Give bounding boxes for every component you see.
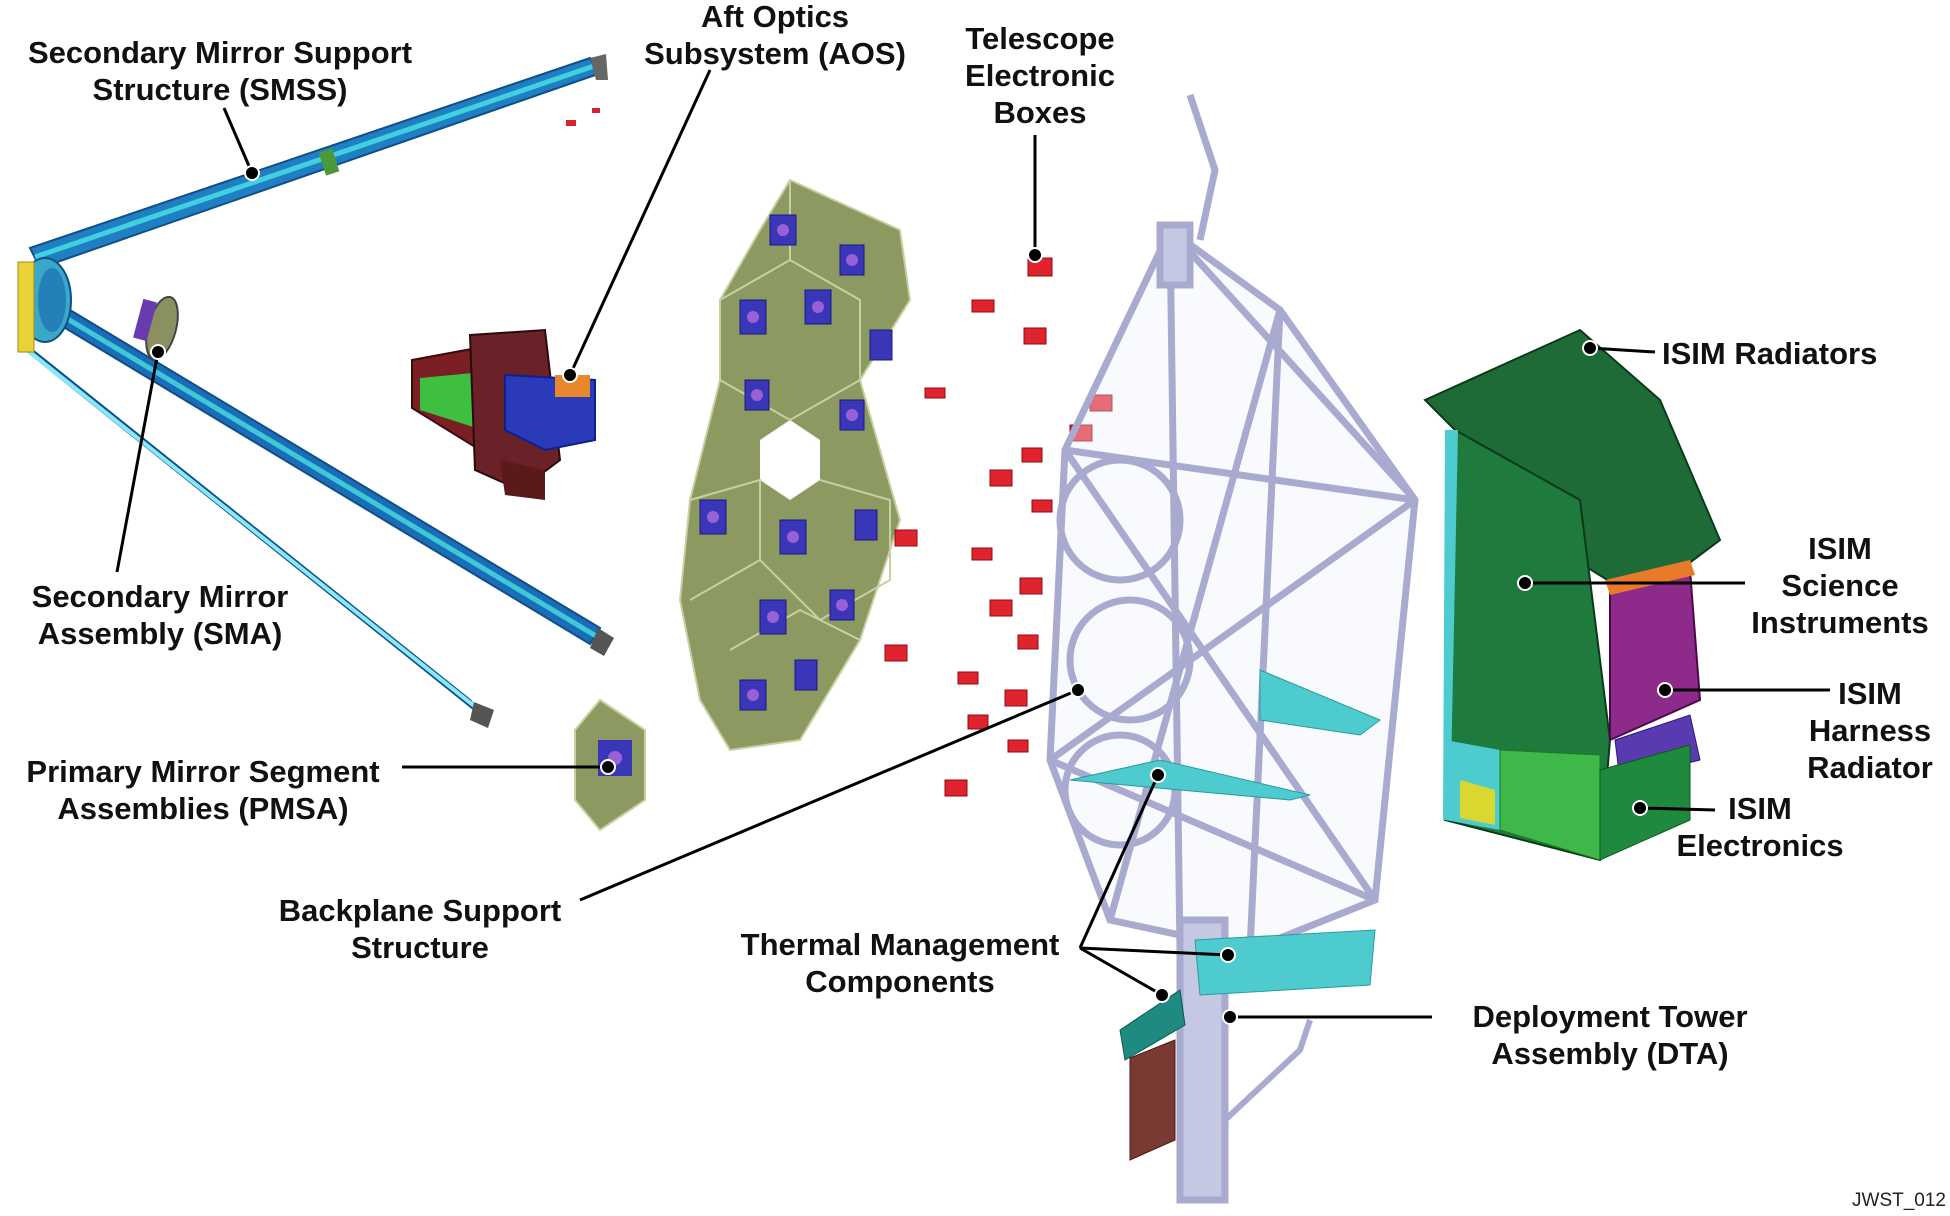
callout-smss [222,107,254,174]
label-sma-line2: Assembly (SMA) [37,616,283,651]
callout-thermal-a [1078,774,1160,949]
label-dta-line2: Assembly (DTA) [1491,1036,1729,1071]
callout-sma [115,351,160,573]
callout-aos [568,69,712,376]
label-bss-line2: Structure [351,930,489,965]
callout-thermal-c [1079,946,1163,997]
primary-mirror [678,178,912,752]
callout-isim-electronics [1639,806,1716,812]
smss-structure [17,54,614,728]
label-isim-science: ISIM Science Instruments [1740,530,1940,641]
label-isim-harness-line1: ISIM [1838,676,1902,711]
label-aos-line1: Aft Optics [700,0,850,34]
label-smss-line1: Secondary Mirror Support [27,35,413,70]
label-dta-line1: Deployment Tower [1472,999,1748,1034]
telescope-electronic-boxes [884,257,1113,797]
label-teb: Telescope Electronic Boxes [930,20,1150,131]
label-isim-harness-line2: Harness [1808,713,1932,748]
backplane-support-structure [1046,93,1419,1204]
label-smss-line2: Structure (SMSS) [92,72,348,107]
label-teb-line3: Boxes [993,95,1087,130]
isim-module [1423,328,1722,862]
label-pmsa-line2: Assemblies (PMSA) [57,791,349,826]
callout-thermal-b [1079,946,1229,957]
label-isim-electronics-line2: Electronics [1676,828,1844,863]
label-aos-line2: Subsystem (AOS) [644,36,906,71]
callout-isim-radiators [1589,346,1656,354]
label-thermal-line1: Thermal Management [740,927,1060,962]
label-isim-science-line2: Science [1781,568,1899,603]
callout-dots [150,165,1673,1025]
label-aos: Aft Optics Subsystem (AOS) [610,0,940,72]
label-isim-radiators: ISIM Radiators [1662,335,1877,372]
callout-lines [115,69,1830,1019]
thermal-management-panels [1069,669,1381,1161]
label-isim-harness: ISIM Harness Radiator [1800,675,1940,786]
label-isim-harness-line3: Radiator [1807,750,1933,785]
label-pmsa: Primary Mirror Segment Assemblies (PMSA) [8,753,398,827]
label-sma-line1: Secondary Mirror [31,579,289,614]
label-thermal: Thermal Management Components [725,926,1075,1000]
label-isim-science-line3: Instruments [1751,605,1929,640]
aft-optics-subsystem [411,328,596,500]
label-isim-electronics-line1: ISIM [1728,791,1792,826]
label-thermal-line2: Components [805,964,995,999]
secondary-mirror-assembly [133,295,179,361]
label-dta: Deployment Tower Assembly (DTA) [1440,998,1780,1072]
label-teb-line1: Telescope [965,21,1115,56]
label-bss-line1: Backplane Support [278,893,562,928]
label-smss: Secondary Mirror Support Structure (SMSS… [10,34,430,108]
label-pmsa-line1: Primary Mirror Segment [26,754,380,789]
label-isim-electronics: ISIM Electronics [1660,790,1860,864]
label-isim-radiators-line1: ISIM Radiators [1662,336,1878,371]
small-red-parts [566,108,600,126]
label-teb-line2: Electronic [965,58,1115,93]
label-isim-science-line1: ISIM [1808,531,1872,566]
callout-bss [579,688,1079,902]
label-bss: Backplane Support Structure [260,892,580,966]
label-sma: Secondary Mirror Assembly (SMA) [15,578,305,652]
reference-code: JWST_012 [1852,1190,1946,1211]
